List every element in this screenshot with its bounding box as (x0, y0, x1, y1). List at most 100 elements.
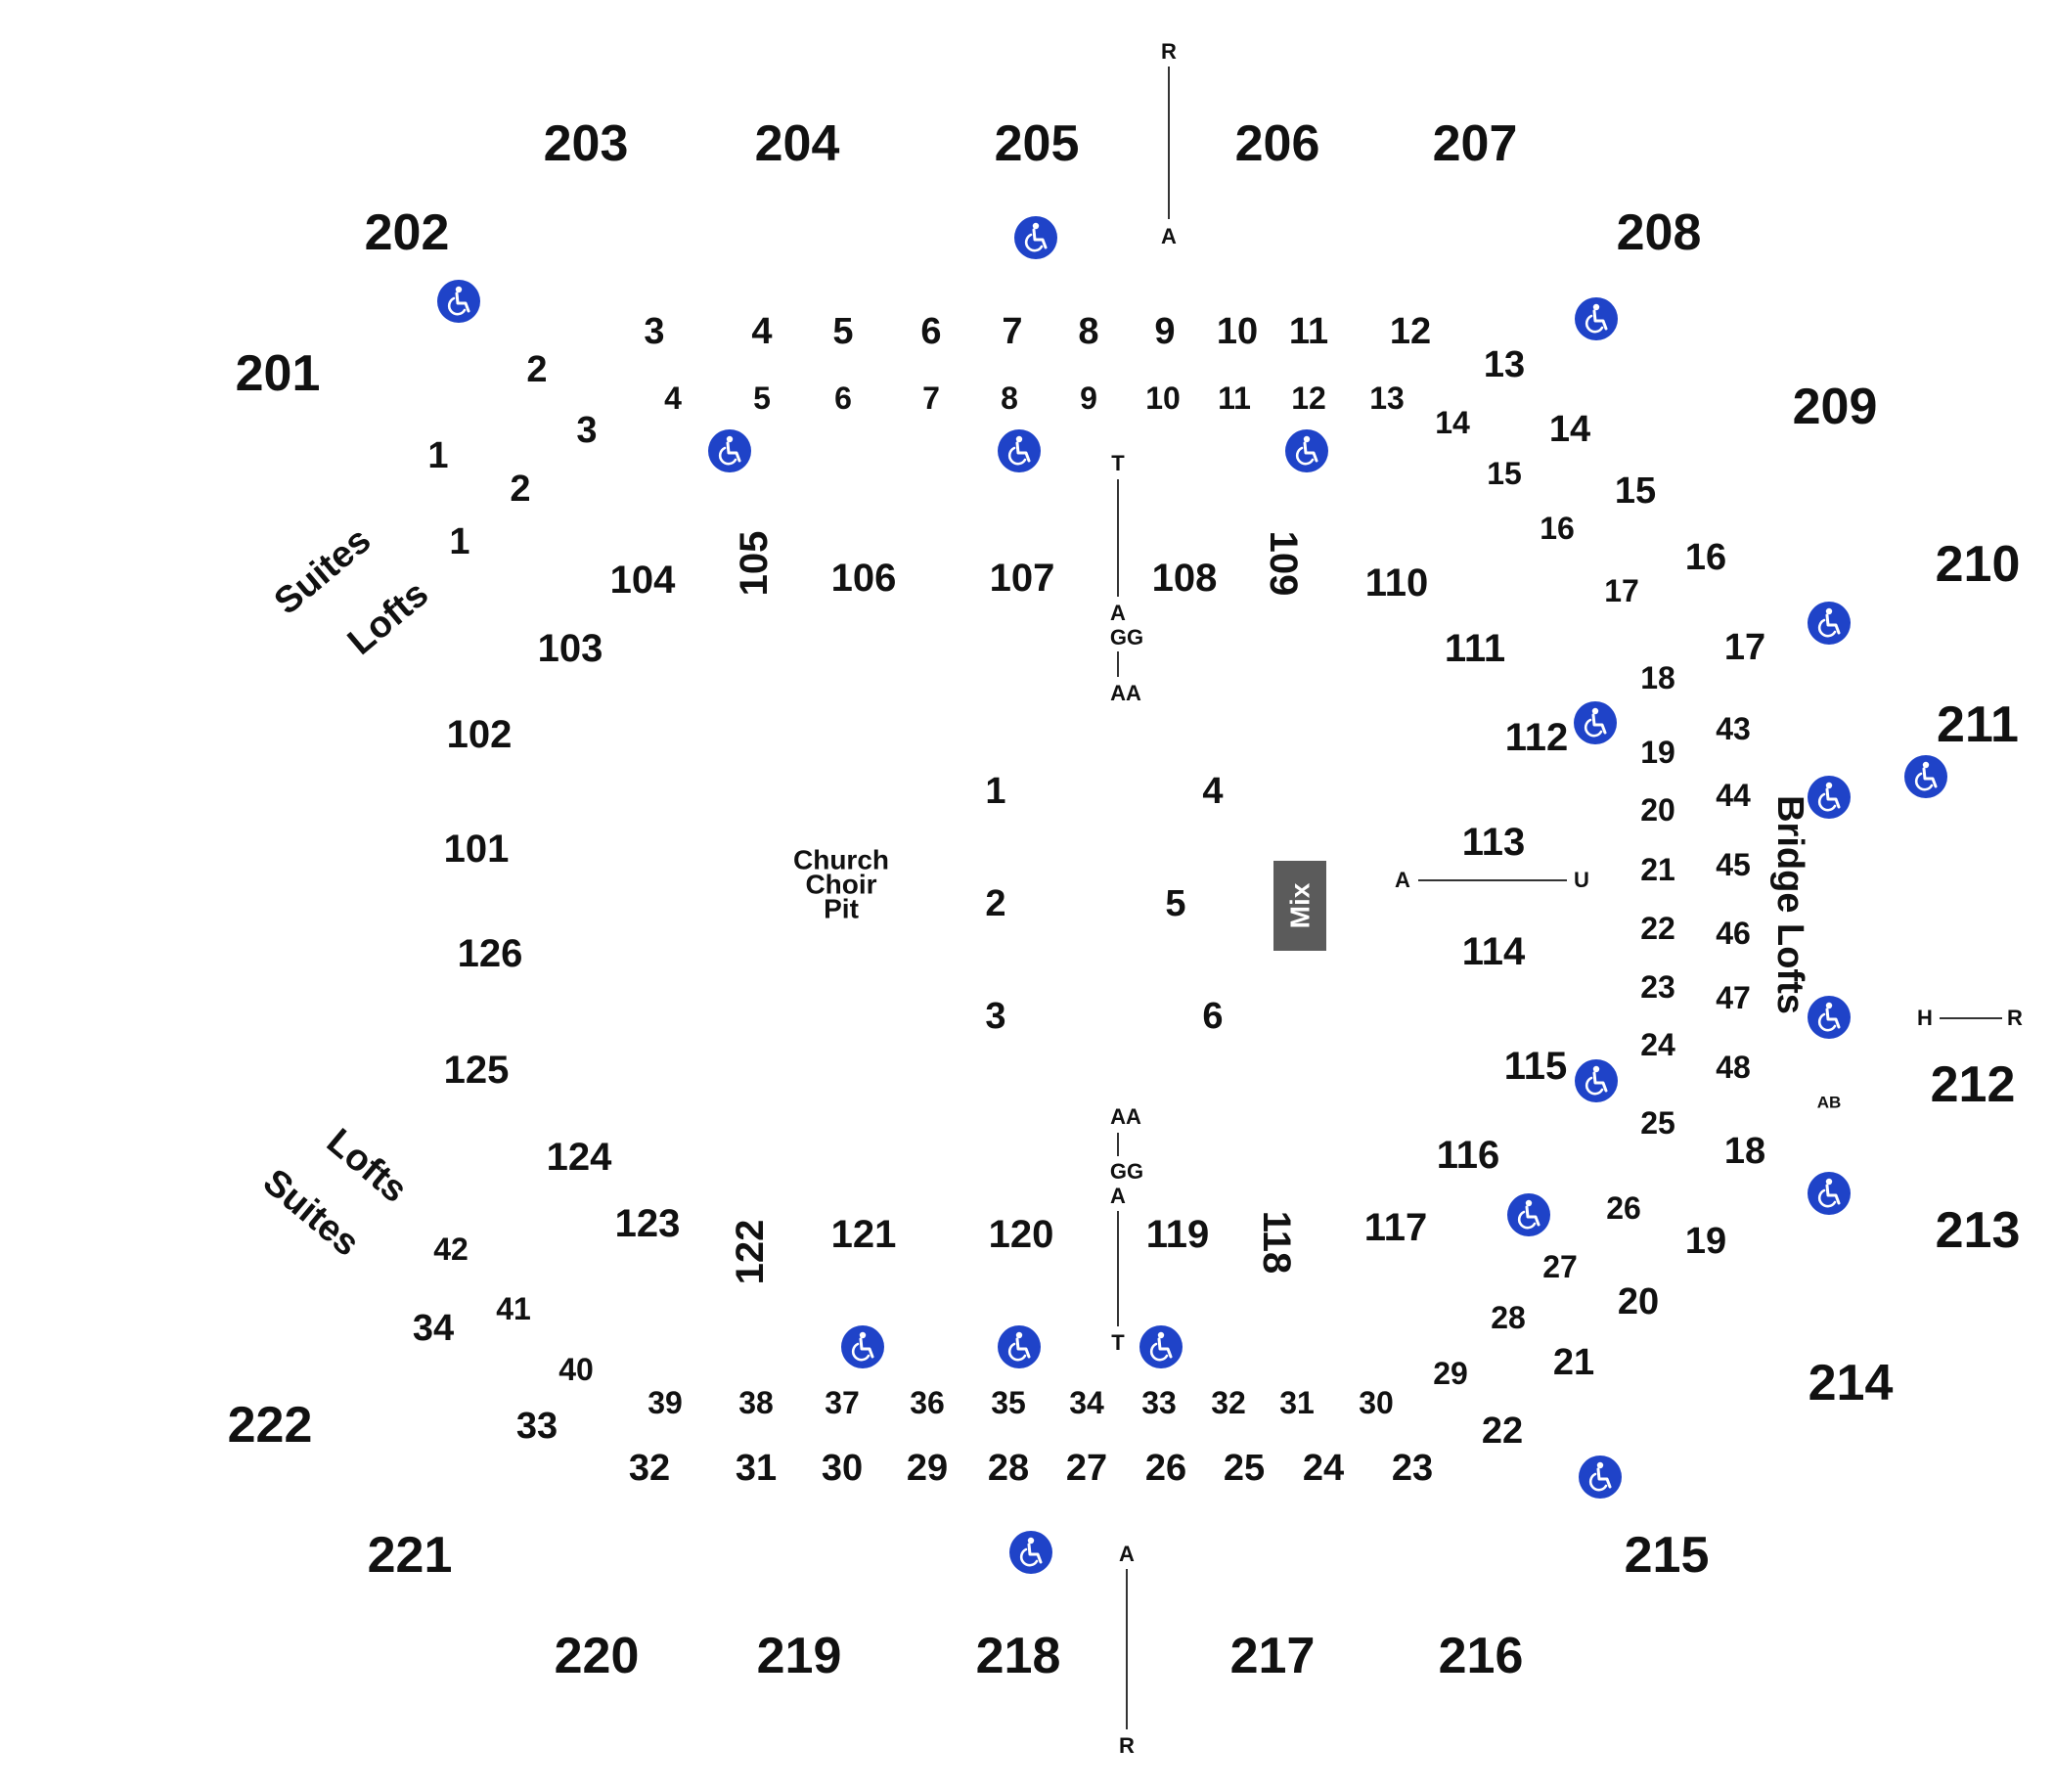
label-s123[interactable]: 123 (614, 1202, 681, 1245)
label-s210[interactable]: 210 (1935, 536, 2021, 593)
label-lr21: 21 (1640, 852, 1675, 887)
label-s217[interactable]: 217 (1229, 1628, 1316, 1684)
label-s215[interactable]: 215 (1624, 1527, 1710, 1584)
label-s203[interactable]: 203 (543, 115, 629, 172)
label-lr39: 39 (647, 1385, 683, 1420)
wheelchair-icon[interactable] (1808, 776, 1851, 819)
label-rowU_right: U (1574, 868, 1589, 892)
wheelchair-icon[interactable] (1139, 1325, 1183, 1368)
wheelchair-icon[interactable] (1808, 602, 1851, 645)
label-s206[interactable]: 206 (1234, 115, 1320, 172)
label-ub30: 30 (821, 1448, 864, 1489)
wheelchair-icon[interactable] (1575, 297, 1618, 340)
label-s201[interactable]: 201 (235, 345, 321, 402)
label-s112[interactable]: 112 (1504, 716, 1569, 759)
label-rowAB: AB (1816, 1093, 1842, 1112)
label-s120[interactable]: 120 (988, 1213, 1054, 1256)
label-s208[interactable]: 208 (1616, 204, 1702, 261)
label-ut17: 17 (1723, 627, 1766, 668)
choir-line-1: Church (793, 844, 889, 875)
label-s114[interactable]: 114 (1461, 930, 1526, 973)
label-s118[interactable]: 118 (1255, 1210, 1298, 1275)
label-lr41: 41 (496, 1291, 531, 1326)
label-s103[interactable]: 103 (537, 627, 603, 670)
label-lofts_bot[interactable]: Lofts (318, 1121, 416, 1211)
label-s125[interactable]: 125 (443, 1049, 510, 1092)
label-s116[interactable]: 116 (1436, 1134, 1500, 1177)
wheelchair-icon[interactable] (1579, 1456, 1622, 1499)
wheelchair-icon[interactable] (1014, 216, 1057, 259)
label-lr27: 27 (1542, 1249, 1578, 1284)
label-s205[interactable]: 205 (994, 115, 1080, 172)
wheelchair-icon[interactable] (1285, 429, 1328, 472)
label-s221[interactable]: 221 (367, 1527, 453, 1584)
label-ut14: 14 (1548, 409, 1591, 450)
label-s111[interactable]: 111 (1444, 627, 1506, 670)
wheelchair-icon[interactable] (1808, 996, 1851, 1039)
church-choir-pit[interactable]: Church Choir Pit (793, 844, 889, 924)
label-s113[interactable]: 113 (1461, 821, 1526, 864)
label-s214[interactable]: 214 (1808, 1355, 1894, 1411)
label-lr12: 12 (1291, 381, 1326, 416)
label-bridge_lofts[interactable]: Bridge Lofts (1769, 795, 1810, 1014)
wheelchair-icon[interactable] (437, 280, 480, 323)
wheelchair-icon[interactable] (1574, 701, 1617, 744)
wheelchair-icon[interactable] (1575, 1059, 1618, 1102)
label-ut10: 10 (1216, 311, 1259, 352)
label-ut11: 11 (1288, 311, 1329, 352)
label-s126[interactable]: 126 (457, 932, 523, 975)
label-suites_top[interactable]: Suites (266, 519, 380, 623)
wheelchair-icon[interactable] (998, 1325, 1041, 1368)
label-s222[interactable]: 222 (227, 1397, 313, 1454)
wheelchair-icon[interactable] (1904, 755, 1947, 798)
label-s101[interactable]: 101 (443, 828, 510, 871)
label-s202[interactable]: 202 (364, 204, 450, 261)
wheelchair-icon[interactable] (841, 1325, 884, 1368)
label-s209[interactable]: 209 (1792, 379, 1878, 435)
label-lr22: 22 (1640, 911, 1675, 946)
label-s102[interactable]: 102 (446, 713, 513, 756)
label-s204[interactable]: 204 (754, 115, 840, 172)
label-rowR_bot: R (1119, 1733, 1135, 1758)
label-s115[interactable]: 115 (1503, 1045, 1568, 1088)
label-s122[interactable]: 122 (729, 1219, 772, 1285)
label-s212[interactable]: 212 (1930, 1056, 2016, 1113)
label-s104[interactable]: 104 (609, 559, 676, 602)
wheelchair-icon[interactable] (1507, 1193, 1550, 1236)
label-ub32: 32 (628, 1448, 671, 1489)
label-ub23: 23 (1391, 1448, 1434, 1489)
choir-line-3: Pit (824, 893, 859, 924)
label-s220[interactable]: 220 (554, 1628, 640, 1684)
label-s124[interactable]: 124 (546, 1136, 612, 1179)
label-s108[interactable]: 108 (1151, 557, 1218, 600)
label-s219[interactable]: 219 (756, 1628, 842, 1684)
label-lr33: 33 (1141, 1385, 1177, 1420)
label-s218[interactable]: 218 (975, 1628, 1061, 1684)
label-s216[interactable]: 216 (1438, 1628, 1524, 1684)
label-rowGG_mid2: GG (1109, 1159, 1144, 1184)
label-br43: 43 (1716, 711, 1751, 746)
label-s106[interactable]: 106 (830, 557, 897, 600)
wheelchair-icon[interactable] (1808, 1172, 1851, 1215)
label-s110[interactable]: 110 (1364, 561, 1429, 605)
label-lr40: 40 (558, 1352, 594, 1387)
label-s107[interactable]: 107 (989, 557, 1055, 600)
label-s109[interactable]: 109 (1262, 530, 1305, 597)
label-ut13: 13 (1483, 344, 1526, 385)
wheelchair-icon[interactable] (1009, 1531, 1052, 1574)
label-lofts_top[interactable]: Lofts (339, 573, 437, 663)
label-s121[interactable]: 121 (830, 1213, 897, 1256)
label-s213[interactable]: 213 (1935, 1202, 2021, 1259)
wheelchair-icon[interactable] (998, 429, 1041, 472)
label-s105[interactable]: 105 (733, 530, 776, 597)
label-f2: 2 (985, 883, 1006, 924)
label-s119[interactable]: 119 (1145, 1213, 1210, 1256)
mix-booth[interactable]: Mix (1273, 861, 1326, 951)
label-s207[interactable]: 207 (1432, 115, 1518, 172)
label-s211[interactable]: 211 (1937, 696, 2019, 753)
wheelchair-icon[interactable] (708, 429, 751, 472)
row-line-right (1418, 879, 1567, 881)
label-s117[interactable]: 117 (1363, 1206, 1428, 1249)
label-rowR_top: R (1161, 39, 1177, 64)
